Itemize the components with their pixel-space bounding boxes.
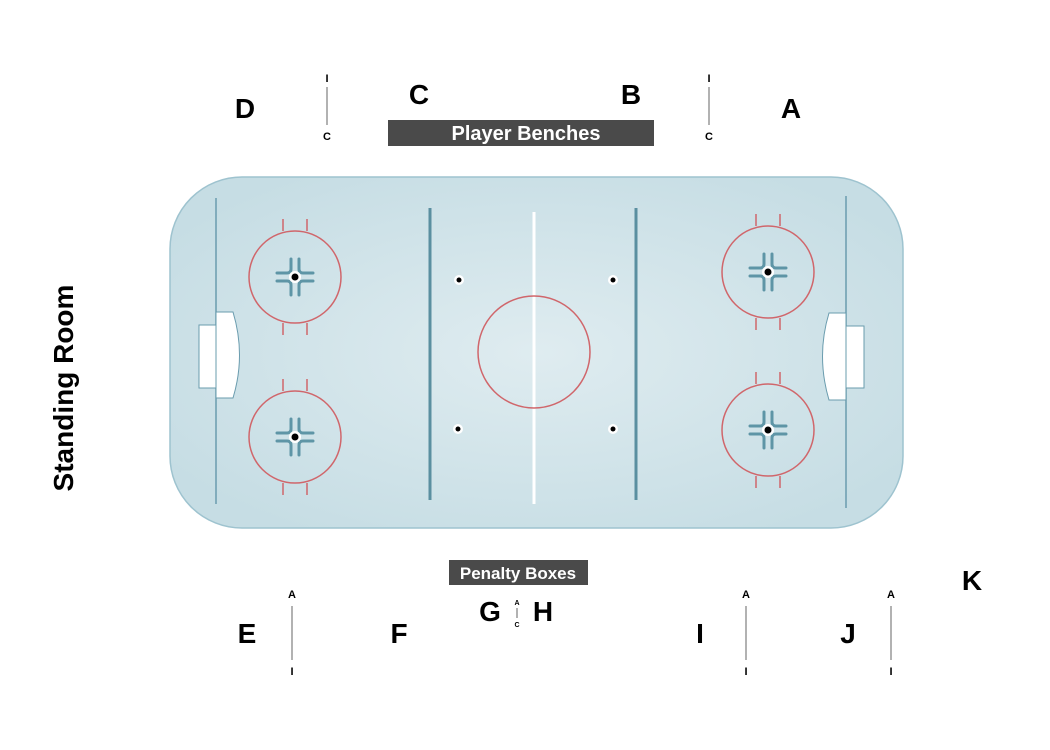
section-g[interactable]: G: [479, 596, 501, 627]
faceoff-dot: [454, 275, 464, 285]
divider-label-bottom: I: [290, 666, 293, 678]
section-k[interactable]: K: [962, 565, 982, 596]
section-i[interactable]: I: [696, 618, 704, 649]
divider-label-bottom: C: [323, 131, 331, 143]
penalty-boxes-box: [449, 560, 588, 585]
player-benches-box: [388, 120, 654, 146]
neutral-zone-dots: [453, 275, 618, 434]
goal-crease-left: [215, 311, 240, 399]
section-a[interactable]: A: [781, 93, 801, 124]
section-h[interactable]: H: [533, 596, 553, 627]
player-benches-label: Player Benches: [452, 123, 601, 145]
faceoff-dot: [453, 424, 463, 434]
faceoff-circle: [248, 379, 342, 495]
penalty-boxes-label: Penalty Boxes: [460, 564, 576, 583]
section-d[interactable]: D: [235, 93, 255, 124]
divider-label-top: I: [707, 73, 710, 85]
divider-label-bottom: C: [514, 622, 519, 629]
divider-label-bottom: I: [889, 666, 892, 678]
faceoff-circle: [721, 372, 815, 488]
ice-surface: [169, 176, 904, 529]
divider-label-top: I: [325, 73, 328, 85]
divider-label-bottom: C: [705, 131, 713, 143]
section-f[interactable]: F: [390, 618, 407, 649]
faceoff-circles: [248, 214, 815, 495]
section-e[interactable]: E: [238, 618, 257, 649]
faceoff-dot: [608, 275, 618, 285]
goal-net-left: [198, 324, 217, 389]
goal-net-right: [845, 325, 865, 389]
divider-label-top: A: [887, 589, 895, 601]
divider-label-top: A: [742, 589, 750, 601]
faceoff-circle: [248, 219, 342, 335]
divider-label-bottom: I: [744, 666, 747, 678]
standing-room-label[interactable]: Standing Room: [48, 285, 79, 492]
goal-crease-right: [822, 312, 847, 401]
faceoff-dot: [608, 424, 618, 434]
center-circle: [477, 295, 591, 409]
divider-label-top: A: [514, 600, 519, 607]
section-c[interactable]: C: [409, 79, 429, 110]
faceoff-circle: [721, 214, 815, 330]
section-b[interactable]: B: [621, 79, 641, 110]
section-j[interactable]: J: [840, 618, 856, 649]
divider-label-top: A: [288, 589, 296, 601]
